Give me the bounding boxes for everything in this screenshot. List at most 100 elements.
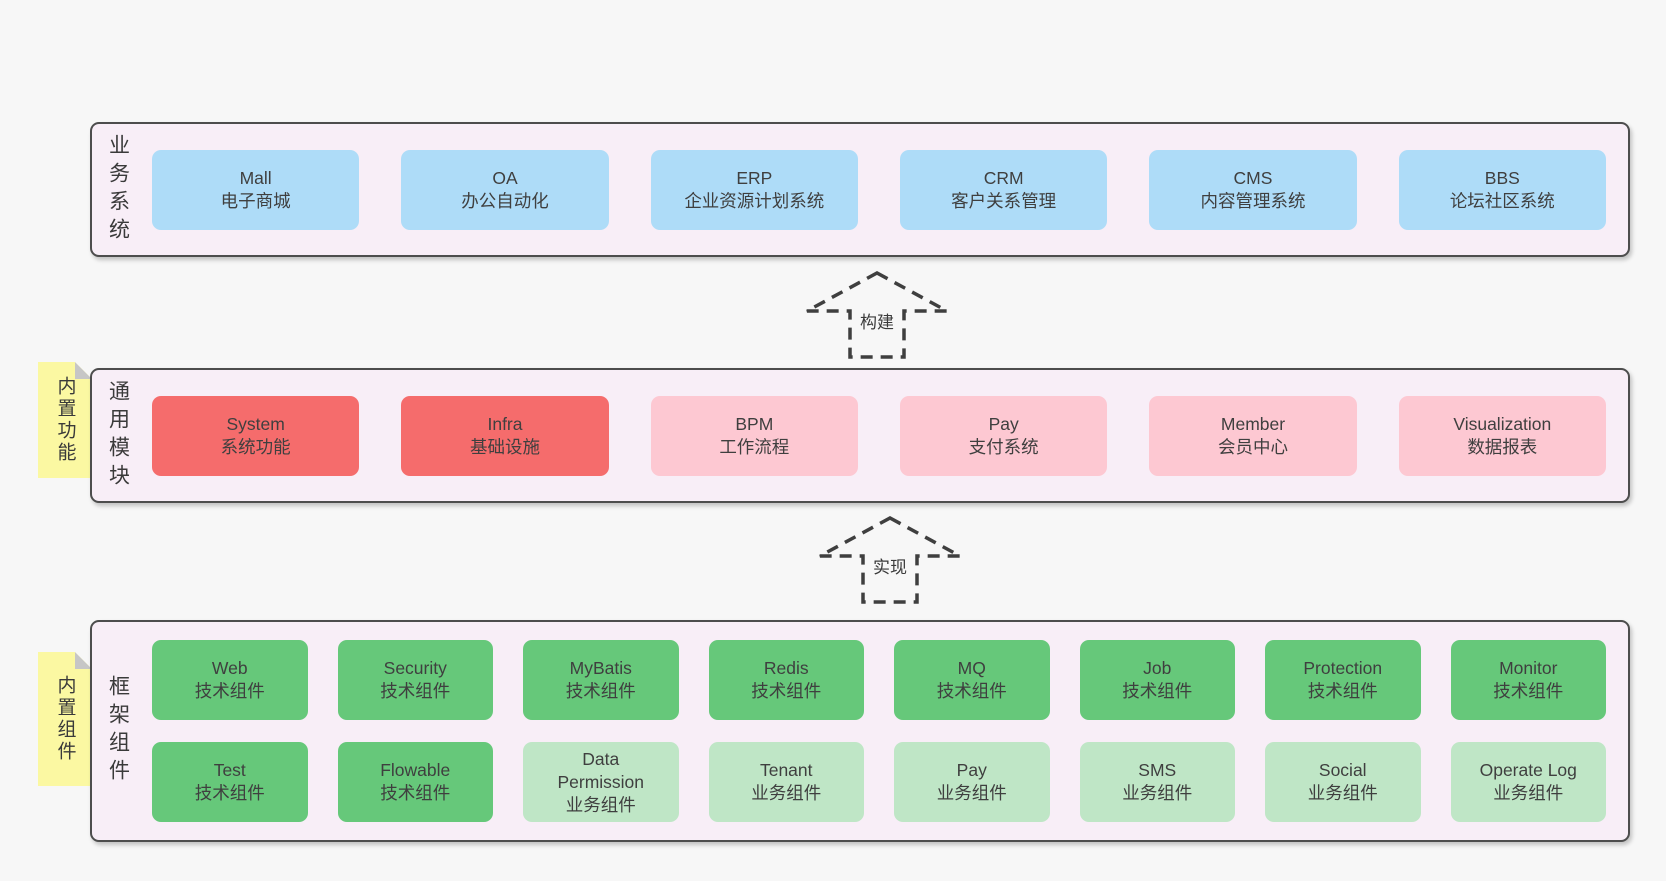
module-box-mall: Mall 电子商城 (152, 149, 360, 230)
module-zh: 业务组件 (936, 783, 1007, 803)
module-box-operate-log: Operate Log 业务组件 (1450, 742, 1606, 822)
module-en: Job (1143, 658, 1172, 678)
module-zh: 技术组件 (751, 681, 822, 701)
band-common-modules: 通用模块 System 系统功能 Infra 基础设施 BPM 工作流程 Pay… (90, 368, 1630, 503)
module-en: Operate Log (1479, 760, 1577, 780)
module-box-tenant: Tenant 业务组件 (708, 742, 864, 822)
module-zh: 技术组件 (565, 681, 636, 701)
module-en: System (226, 413, 285, 434)
module-zh: 业务组件 (1493, 783, 1564, 803)
band-label-framework-components: 框架组件 (106, 675, 130, 787)
module-zh: 数据报表 (1467, 436, 1538, 457)
module-en: Protection (1303, 658, 1383, 678)
module-en: Mall (239, 167, 272, 188)
module-en: MQ (957, 658, 986, 678)
module-zh: 业务组件 (751, 783, 822, 803)
module-box-mq: MQ 技术组件 (894, 640, 1050, 720)
module-box-bbs: BBS 论坛社区系统 (1398, 149, 1606, 230)
module-en: Pay (988, 413, 1019, 434)
module-en: Monitor (1499, 658, 1558, 678)
module-box-flowable: Flowable 技术组件 (337, 742, 493, 822)
up-arrow-icon (806, 271, 948, 359)
module-en: BBS (1484, 167, 1520, 188)
module-en: CMS (1233, 167, 1273, 188)
module-zh: 技术组件 (1493, 681, 1564, 701)
module-en: SMS (1138, 760, 1177, 780)
module-en: Visualization (1453, 413, 1552, 434)
module-en: Security (383, 658, 447, 678)
module-box-mybatis: MyBatis 技术组件 (523, 640, 679, 720)
module-zh: 业务组件 (565, 794, 636, 815)
band-label-column: 框架组件 (92, 622, 144, 840)
module-zh: 技术组件 (936, 681, 1007, 701)
module-zh: 系统功能 (220, 436, 291, 457)
common-modules-row: System 系统功能 Infra 基础设施 BPM 工作流程 Pay 支付系统… (144, 395, 1628, 476)
module-box-crm: CRM 客户关系管理 (899, 149, 1108, 230)
module-zh: 企业资源计划系统 (684, 190, 825, 211)
module-box-web: Web 技术组件 (152, 640, 308, 720)
arrow-build-label: 构建 (856, 307, 898, 334)
module-zh: 技术组件 (1307, 681, 1378, 701)
module-en: Member (1220, 413, 1286, 434)
module-box-protection: Protection 技术组件 (1265, 640, 1421, 720)
module-zh: 业务组件 (1122, 783, 1193, 803)
module-box-pay: Pay 支付系统 (899, 395, 1108, 476)
module-zh: 业务组件 (1307, 783, 1378, 803)
module-box-system: System 系统功能 (152, 395, 360, 476)
band-business-systems: 业务系统 Mall 电子商城 OA 办公自动化 ERP 企业资源计划系统 CRM… (90, 122, 1630, 257)
module-en: CRM (983, 167, 1024, 188)
sticky-note-label: 内置组件 (54, 675, 76, 763)
module-zh: 会员中心 (1217, 436, 1288, 457)
framework-components-grid: Web 技术组件 Security 技术组件 MyBatis 技术组件 Redi… (144, 640, 1628, 822)
sticky-note-built-in-components: 内置组件 (38, 652, 92, 786)
module-zh: 技术组件 (194, 681, 265, 701)
module-en: Flowable (380, 760, 451, 780)
module-box-erp: ERP 企业资源计划系统 (650, 149, 858, 230)
module-en: Redis (763, 658, 809, 678)
module-box-monitor: Monitor 技术组件 (1450, 640, 1606, 720)
module-box-infra: Infra 基础设施 (401, 395, 609, 476)
sticky-note-label: 内置功能 (54, 376, 76, 464)
module-box-job: Job 技术组件 (1079, 640, 1235, 720)
module-en: Infra (487, 413, 523, 434)
module-en: Test (213, 760, 246, 780)
module-zh: 支付系统 (968, 436, 1039, 457)
band-label-column: 业务系统 (92, 124, 144, 255)
module-zh: 论坛社区系统 (1449, 190, 1555, 211)
module-box-oa: OA 办公自动化 (401, 149, 609, 230)
module-en: MyBatis (569, 658, 632, 678)
module-zh: 办公自动化 (461, 190, 549, 211)
module-zh: 内容管理系统 (1200, 190, 1306, 211)
band-label-common-modules: 通用模块 (106, 379, 130, 492)
module-zh: 客户关系管理 (951, 190, 1057, 211)
module-box-cms: CMS 内容管理系统 (1149, 149, 1357, 230)
module-zh: 基础设施 (469, 436, 540, 457)
module-zh: 工作流程 (719, 436, 790, 457)
up-arrow-icon (819, 516, 961, 604)
module-en: Pay (956, 760, 987, 780)
band-label-business-systems: 业务系统 (106, 133, 130, 246)
module-box-bpm: BPM 工作流程 (650, 395, 858, 476)
band-framework-components: 框架组件 Web 技术组件 Security 技术组件 MyBatis 技术组件… (90, 620, 1630, 842)
module-en: Web (211, 658, 248, 678)
module-box-sms: SMS 业务组件 (1079, 742, 1235, 822)
module-box-visualization: Visualization 数据报表 (1398, 395, 1606, 476)
module-en: Social (1318, 760, 1367, 780)
module-box-security: Security 技术组件 (337, 640, 493, 720)
band-label-column: 通用模块 (92, 370, 144, 501)
module-en: ERP (736, 167, 773, 188)
module-zh: 技术组件 (380, 681, 451, 701)
module-en: Data Permission (557, 748, 645, 792)
module-en: BPM (735, 413, 774, 434)
business-systems-row: Mall 电子商城 OA 办公自动化 ERP 企业资源计划系统 CRM 客户关系… (144, 149, 1628, 230)
module-box-social: Social 业务组件 (1265, 742, 1421, 822)
module-zh: 技术组件 (1122, 681, 1193, 701)
module-zh: 技术组件 (194, 783, 265, 803)
module-box-redis: Redis 技术组件 (708, 640, 864, 720)
module-box-test: Test 技术组件 (152, 742, 308, 822)
sticky-note-built-in-features: 内置功能 (38, 362, 92, 478)
module-zh: 电子商城 (220, 190, 291, 211)
arrow-implement-label: 实现 (869, 552, 911, 579)
module-en: Tenant (759, 760, 813, 780)
